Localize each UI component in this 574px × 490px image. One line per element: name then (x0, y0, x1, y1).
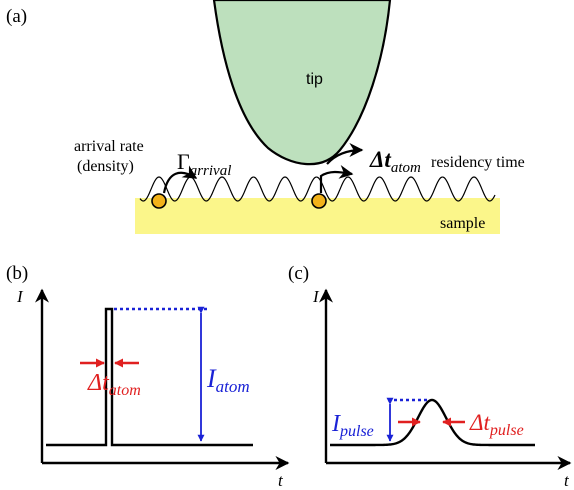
atom-under-tip (311, 193, 327, 209)
residency-arrow (319, 165, 354, 193)
dt-atom-label: Δtatom (369, 147, 421, 176)
sample-label: sample (440, 215, 485, 232)
panel-c-current-trace (330, 398, 535, 447)
arrival-arrow (162, 165, 198, 194)
tip-label: tip (306, 71, 323, 88)
tip-shape (212, 0, 392, 166)
panel-c-y-axis-label: I (312, 287, 320, 306)
gamma-arrival-label: Γarrival (177, 149, 231, 179)
panel-c-label: (c) (288, 263, 309, 284)
panel-b-label: (b) (6, 263, 28, 284)
desorption-arrow (326, 143, 364, 165)
panel-a-label: (a) (6, 6, 27, 27)
arrival-rate-label: arrival rate (density) (74, 138, 148, 175)
panel-b-i-atom-label: Iatom (206, 364, 250, 396)
panel-c-x-axis-label: t (564, 471, 570, 490)
panel-b-y-axis-label: I (16, 287, 24, 306)
atom-left (151, 193, 167, 209)
panel-c-i-pulse-label: Ipulse (331, 411, 374, 440)
surface-potential-wave (139, 176, 496, 202)
panel-a: (a) sample tip arrival rate (density) Γa… (6, 0, 525, 234)
panel-c: (c) I t Ipulse Δtpulse (288, 263, 572, 490)
panel-c-dt-label: Δtpulse (469, 410, 524, 439)
panel-b: (b) I t Δtatom Iatom (6, 263, 290, 490)
panel-b-current-trace (46, 307, 253, 447)
panel-b-x-axis-label: t (278, 471, 284, 490)
panel-b-dt-label: Δtatom (87, 370, 141, 399)
residency-time-label: residency time (431, 154, 525, 171)
